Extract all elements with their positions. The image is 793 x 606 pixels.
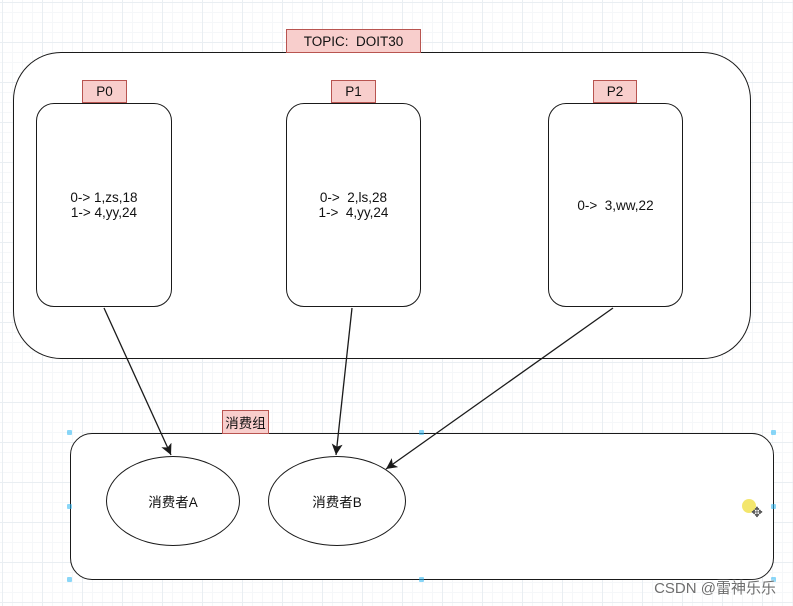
consumer-group-label[interactable]: 消费组 (222, 410, 269, 434)
selection-handle-top-middle[interactable] (419, 430, 424, 435)
selection-handle-middle-left[interactable] (67, 504, 72, 509)
selection-handle-middle-right[interactable] (771, 504, 776, 509)
edge-p2-to-consumer-b[interactable] (385, 307, 614, 470)
partition-p0[interactable]: 0-> 1,zs,18 1-> 4,yy,24 (36, 103, 172, 307)
partition-record: 0-> 3,ww,22 (577, 197, 654, 213)
edge-p1-to-consumer-b[interactable] (331, 307, 353, 456)
partition-record: 0-> 2,ls,28 (319, 190, 388, 205)
edge-p0-to-consumer-a[interactable] (103, 307, 172, 456)
partition-label-p1[interactable]: P1 (331, 80, 376, 103)
selection-handle-bottom-middle[interactable] (419, 577, 424, 582)
consumer-b-label: 消费者B (312, 495, 362, 510)
consumer-a-label: 消费者A (148, 495, 198, 510)
watermark: CSDN @雷神乐乐 (654, 580, 776, 597)
consumer-a[interactable]: 消费者A (106, 456, 240, 546)
selection-handle-bottom-left[interactable] (67, 577, 72, 582)
selection-handle-bottom-right[interactable] (771, 577, 776, 582)
selection-handle-top-right[interactable] (771, 430, 776, 435)
move-icon: ✥ (751, 505, 763, 521)
selection-handle-top-left[interactable] (67, 430, 72, 435)
partition-p1[interactable]: 0-> 2,ls,28 1-> 4,yy,24 (286, 103, 421, 307)
consumer-b[interactable]: 消费者B (268, 456, 406, 546)
topic-label[interactable]: TOPIC: DOIT30 (286, 29, 421, 53)
partition-record: 0-> 1,zs,18 (70, 190, 138, 205)
partition-record: 1-> 4,yy,24 (70, 205, 138, 220)
partition-record: 1-> 4,yy,24 (318, 205, 389, 220)
partition-label-p0[interactable]: P0 (82, 80, 127, 103)
highlight-dot-icon (742, 499, 756, 513)
partition-p2[interactable]: 0-> 3,ww,22 (548, 103, 683, 307)
partition-label-p2[interactable]: P2 (593, 80, 637, 103)
